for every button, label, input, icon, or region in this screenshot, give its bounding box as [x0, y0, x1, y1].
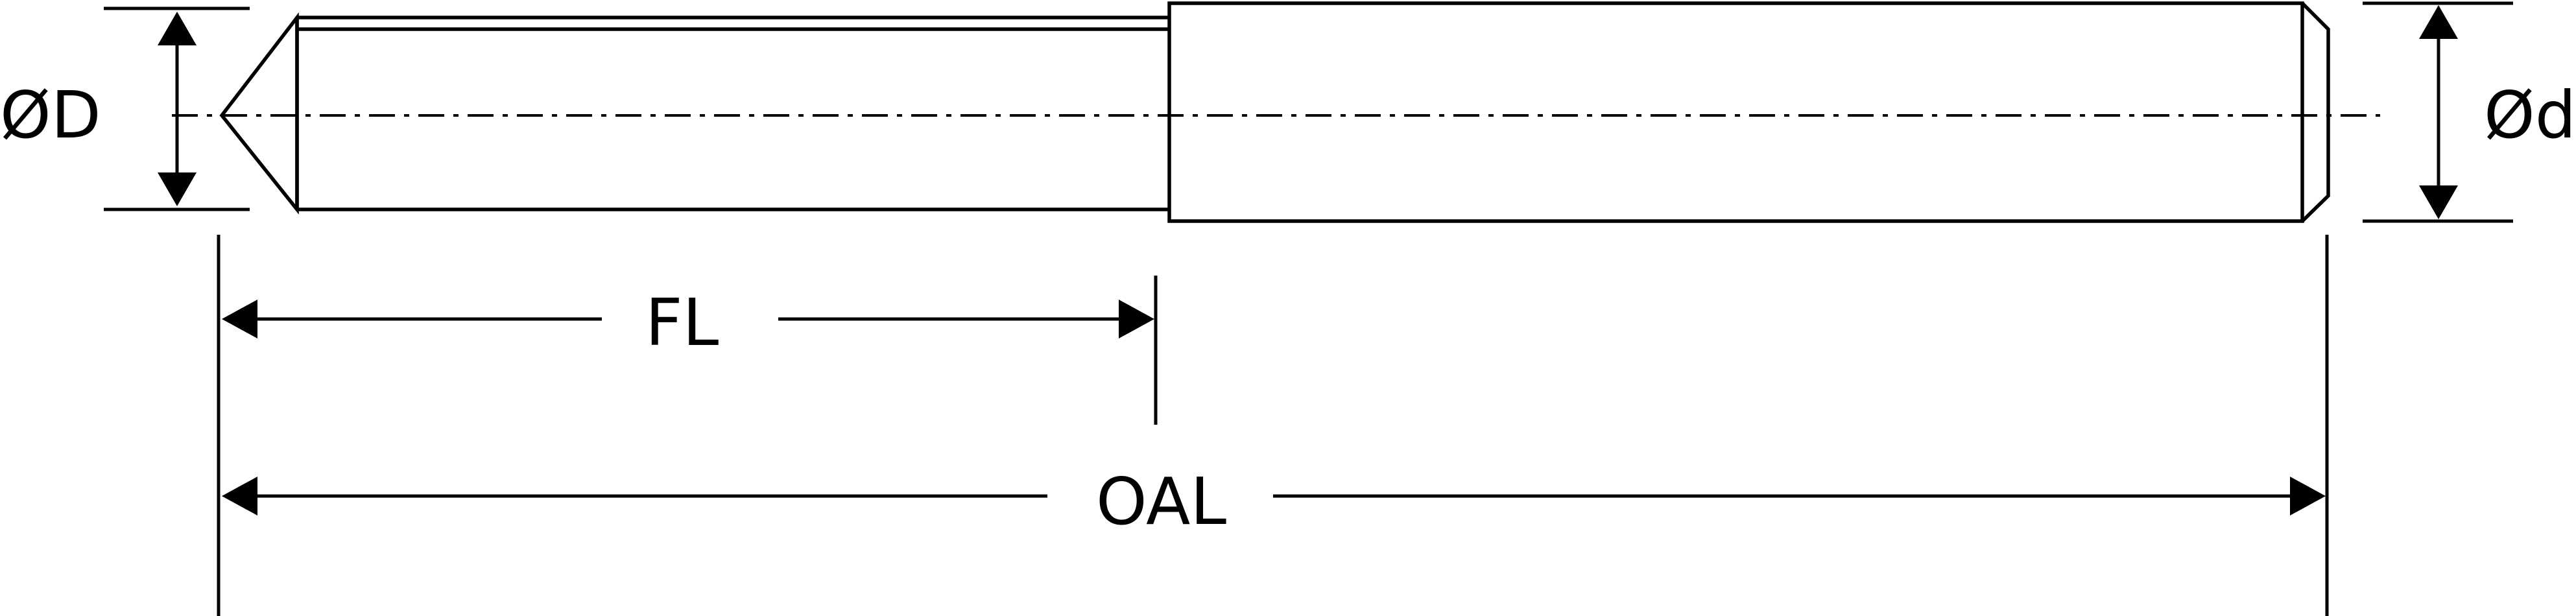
arrow-up-icon: [2419, 5, 2458, 39]
arrow-right-icon: [1119, 300, 1154, 338]
arrow-up-icon: [158, 12, 197, 45]
arrow-down-icon: [2419, 185, 2458, 219]
flute-length-label: FL: [645, 285, 719, 361]
flute-length-dimension: FL: [222, 285, 1154, 361]
diameter-d-dimension: Ød: [2363, 1, 2576, 223]
arrow-right-icon: [2290, 477, 2326, 515]
overall-length-dimension: OAL: [222, 464, 2326, 539]
shank-section: [1167, 1, 2330, 223]
arrow-down-icon: [158, 172, 197, 206]
diameter-D-dimension: ØD: [0, 6, 250, 211]
diameter-d-label: Ød: [2484, 77, 2576, 153]
shank-body: [1167, 1, 2304, 223]
diameter-D-label: ØD: [0, 77, 101, 153]
arrow-left-icon: [222, 477, 257, 515]
shank-chamfer: [2301, 2, 2330, 222]
overall-length-label: OAL: [1096, 464, 1226, 539]
arrow-left-icon: [222, 300, 257, 338]
tool-point: [219, 12, 299, 215]
flute-section: [219, 12, 1169, 215]
